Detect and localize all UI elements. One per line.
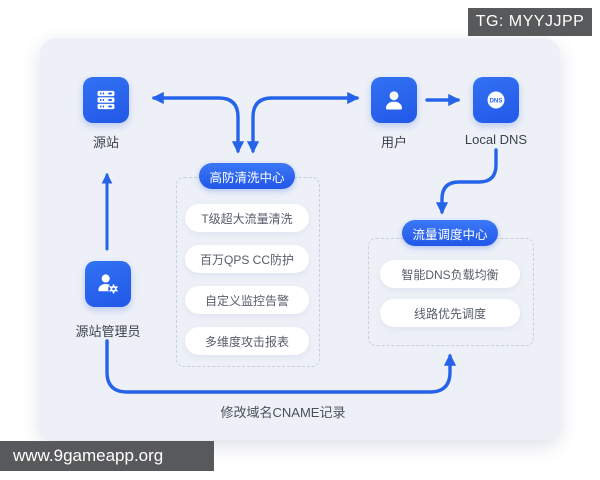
cleaning-feature-item: 百万QPS CC防护: [185, 245, 309, 273]
watermark-url: www.9gameapp.org: [0, 441, 214, 471]
origin-admin-label: 源站管理员: [75, 324, 141, 339]
tg-contact-badge: TG: MYYJJPP: [468, 8, 592, 36]
node-origin-admin: [85, 261, 131, 307]
cleaning-feature-item: 自定义监控告警: [185, 286, 309, 314]
local-dns-label: Local DNS: [464, 132, 528, 147]
user-icon: [371, 77, 417, 123]
node-local-dns: DNS: [473, 77, 519, 123]
node-user: [371, 77, 417, 123]
user-label: 用户: [380, 135, 407, 150]
cname-annotation: 修改域名CNAME记录: [220, 405, 346, 420]
server-icon: [83, 77, 129, 123]
scheduling-center-box: [368, 238, 534, 346]
cleaning-center-title: 高防清洗中心: [199, 163, 295, 189]
dns-icon-text: DNS: [489, 97, 502, 104]
scheduling-feature-item: 智能DNS负载均衡: [380, 260, 520, 288]
user-gear-icon: [85, 261, 131, 307]
origin-label: 源站: [92, 135, 119, 150]
dns-globe-icon: DNS: [473, 77, 519, 123]
scheduling-center-title: 流量调度中心: [402, 220, 498, 246]
cleaning-feature-item: 多维度攻击报表: [185, 327, 309, 355]
scheduling-feature-item: 线路优先调度: [380, 299, 520, 327]
cleaning-feature-item: T级超大流量清洗: [185, 204, 309, 232]
node-origin-server: [83, 77, 129, 123]
